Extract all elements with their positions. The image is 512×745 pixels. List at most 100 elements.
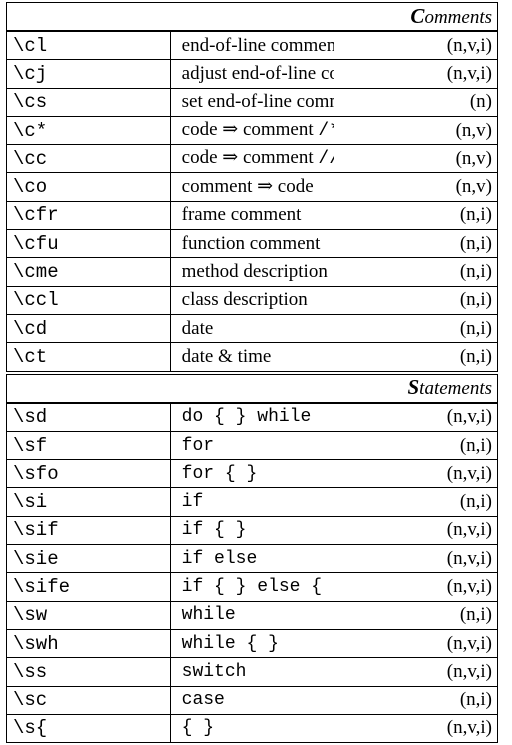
- command-cell: \cd: [6, 313, 171, 344]
- description-cell: class description: [169, 285, 334, 315]
- statements-title-initial: S: [407, 375, 420, 400]
- command-cell: \cfr: [6, 200, 171, 231]
- description-cell: while: [169, 600, 334, 630]
- modes-cell: (n,v): [333, 115, 498, 146]
- command-cell: \co: [6, 172, 171, 202]
- description-cell: code ⇒ comment //: [169, 144, 334, 174]
- table-row: \ccl class description (n,i): [6, 285, 498, 315]
- command-cell: \cfu: [6, 229, 171, 259]
- description-cell: date & time: [169, 342, 334, 372]
- description-cell: switch: [169, 657, 334, 687]
- description-cell: code ⇒ comment /* */: [169, 115, 334, 146]
- command-cell: \c*: [6, 115, 171, 146]
- modes-cell: (n): [333, 87, 498, 117]
- modes-cell: (n,i): [333, 229, 498, 259]
- command-cell: \sc: [6, 685, 171, 715]
- table-row: \cl end-of-line comment (n,v,i): [6, 30, 498, 61]
- description-cell: adjust end-of-line comment: [169, 59, 334, 89]
- statements-title-row: Statements: [6, 373, 498, 404]
- modes-cell: (n,i): [333, 600, 498, 630]
- statements-title-rest: tatements: [419, 378, 492, 400]
- table-row: \s{ { } (n,v,i): [6, 713, 498, 744]
- command-cell: \swh: [6, 628, 171, 659]
- comments-title-initial: C: [410, 3, 425, 28]
- command-cell: \sif: [6, 515, 171, 546]
- modes-cell: (n,i): [333, 430, 498, 461]
- command-cell: \si: [6, 487, 171, 517]
- modes-cell: (n,v,i): [333, 515, 498, 546]
- reference-sheet: Comments \cl end-of-line comment (n,v,i)…: [6, 2, 498, 744]
- table-row: \cj adjust end-of-line comment (n,v,i): [6, 59, 498, 89]
- table-row: \sife if { } else { } (n,v,i): [6, 572, 498, 602]
- command-cell: \ccl: [6, 285, 171, 315]
- comments-title-rest: omments: [424, 6, 492, 28]
- command-cell: \cme: [6, 257, 171, 287]
- command-cell: \cc: [6, 144, 171, 174]
- table-row: \co comment ⇒ code (n,v): [6, 172, 498, 202]
- description-cell: set end-of-line comment column: [169, 87, 334, 117]
- modes-cell: (n,v,i): [333, 402, 498, 432]
- table-row: \cme method description (n,i): [6, 257, 498, 287]
- command-cell: \ss: [6, 657, 171, 687]
- table-row: \cd date (n,i): [6, 313, 498, 344]
- modes-cell: (n,i): [333, 342, 498, 372]
- table-row: \c* code ⇒ comment /* */ (n,v): [6, 115, 498, 146]
- description-cell: if { } else { }: [169, 572, 334, 602]
- comments-table: Comments \cl end-of-line comment (n,v,i)…: [6, 2, 498, 372]
- description-cell: do { } while: [169, 402, 334, 432]
- table-row: \sw while (n,i): [6, 600, 498, 630]
- modes-cell: (n,v,i): [333, 713, 498, 744]
- modes-cell: (n,v,i): [333, 628, 498, 659]
- table-row: \sd do { } while (n,v,i): [6, 402, 498, 432]
- table-row: \swh while { } (n,v,i): [6, 628, 498, 659]
- table-row: \cfu function comment (n,i): [6, 229, 498, 259]
- description-cell: for { }: [169, 459, 334, 489]
- table-row: \sc case (n,i): [6, 685, 498, 715]
- comments-title-row: Comments: [6, 2, 498, 32]
- command-cell: \sife: [6, 572, 171, 602]
- command-cell: \sd: [6, 402, 171, 432]
- description-cell: if { }: [169, 515, 334, 546]
- description-cell: date: [169, 313, 334, 344]
- description-text: code ⇒ comment: [181, 147, 319, 169]
- command-cell: \sie: [6, 544, 171, 574]
- description-text: code ⇒ comment: [181, 119, 319, 141]
- table-row: \cc code ⇒ comment // (n,v): [6, 144, 498, 174]
- command-cell: \sf: [6, 430, 171, 461]
- command-cell: \cj: [6, 59, 171, 89]
- modes-cell: (n,v,i): [333, 572, 498, 602]
- description-cell: for: [169, 430, 334, 461]
- table-row: \si if (n,i): [6, 487, 498, 517]
- description-code: //: [318, 149, 333, 170]
- modes-cell: (n,v,i): [333, 544, 498, 574]
- modes-cell: (n,i): [333, 313, 498, 344]
- description-cell: method description: [169, 257, 334, 287]
- description-cell: end-of-line comment: [169, 30, 334, 61]
- table-row: \ss switch (n,v,i): [6, 657, 498, 687]
- command-cell: \ct: [6, 342, 171, 372]
- modes-cell: (n,v): [333, 144, 498, 174]
- modes-cell: (n,i): [333, 285, 498, 315]
- table-row: \cfr frame comment (n,i): [6, 200, 498, 231]
- description-cell: if else: [169, 544, 334, 574]
- description-cell: function comment: [169, 229, 334, 259]
- modes-cell: (n,i): [333, 257, 498, 287]
- table-row: \sfo for { } (n,v,i): [6, 459, 498, 489]
- description-cell: if: [169, 487, 334, 517]
- statements-section-title: Statements: [6, 373, 498, 404]
- command-cell: \s{: [6, 713, 171, 744]
- description-cell: case: [169, 685, 334, 715]
- table-row: \cs set end-of-line comment column (n): [6, 87, 498, 117]
- description-cell: while { }: [169, 628, 334, 659]
- command-cell: \sfo: [6, 459, 171, 489]
- table-row: \sf for (n,i): [6, 430, 498, 461]
- modes-cell: (n,v,i): [333, 657, 498, 687]
- statements-table: Statements \sd do { } while (n,v,i) \sf …: [6, 373, 498, 744]
- command-cell: \cs: [6, 87, 171, 117]
- description-cell: frame comment: [169, 200, 334, 231]
- command-cell: \cl: [6, 30, 171, 61]
- modes-cell: (n,v,i): [333, 30, 498, 61]
- command-cell: \sw: [6, 600, 171, 630]
- modes-cell: (n,v,i): [333, 59, 498, 89]
- modes-cell: (n,i): [333, 487, 498, 517]
